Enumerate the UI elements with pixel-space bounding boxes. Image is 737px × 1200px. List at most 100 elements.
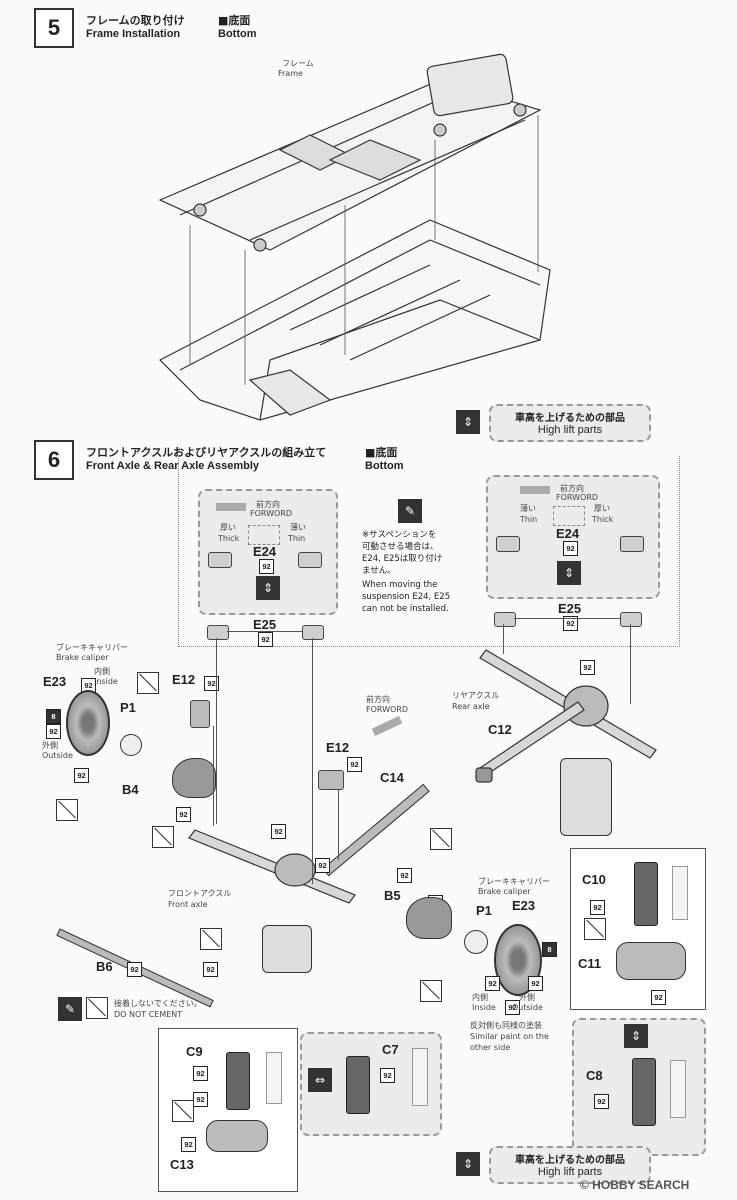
- c10-label: C10: [582, 872, 606, 887]
- right-e24-label: E24: [556, 526, 580, 541]
- disc-right-paint-8: 8: [542, 942, 557, 957]
- step-6-title-jp: フロントアクスルおよびリヤアクスルの組み立て: [86, 446, 327, 459]
- e25-left-part-l: [207, 625, 229, 640]
- outside-left-en: Outside: [42, 751, 73, 760]
- b6-paint-1: 92: [127, 962, 142, 977]
- guide-line-4: [630, 624, 631, 704]
- left-e24-paint: 92: [259, 559, 274, 574]
- e12-left-label: E12: [172, 672, 196, 687]
- similar-paint-jp: 反対側も同様の塗装: [470, 1021, 542, 1030]
- guide-line-1: [216, 638, 217, 824]
- c9-no-cement-icon: [172, 1100, 194, 1122]
- c9-part: [226, 1052, 250, 1110]
- watermark: © HOBBY SEARCH: [580, 1178, 690, 1192]
- guide-line-2: [312, 638, 313, 884]
- c7-paint: 92: [380, 1068, 395, 1083]
- e25-left-paint: 92: [258, 632, 273, 647]
- outside-right-en: Outside: [512, 1003, 543, 1012]
- left-thin-en: Thin: [288, 534, 306, 543]
- step-5-high-lift-jp: 車高を上げるための部品: [515, 413, 625, 424]
- front-axle-en: Front axle: [168, 900, 208, 909]
- brake-left-en: Brake caliper: [56, 653, 109, 662]
- note-en-3: can not be installed.: [362, 604, 449, 614]
- right-e24-part-l: [496, 536, 520, 552]
- outside-right-jp: 外側: [519, 993, 535, 1002]
- c10-no-cement-icon: [584, 918, 606, 940]
- e25-left-label: E25: [253, 617, 277, 632]
- p1-right-part: [464, 930, 488, 954]
- bottom-updown-icon: ⇕: [456, 1152, 480, 1176]
- e23-right-label: E23: [512, 898, 536, 913]
- step-6-number: 6: [34, 440, 74, 480]
- b6-paint-2: 92: [203, 962, 218, 977]
- note-en-2: suspension E24, E25: [362, 592, 451, 602]
- left-no-cement-icon-2: [56, 799, 78, 821]
- guide-line-3: [503, 624, 504, 654]
- disc-right-paint-92c: 92: [505, 1000, 520, 1015]
- front-axle-paint-2: 92: [315, 858, 330, 873]
- b6-label: B6: [96, 959, 113, 974]
- c7-part: [346, 1056, 370, 1114]
- c9-paint-1: 92: [193, 1066, 208, 1081]
- e25-left-part-r: [302, 625, 324, 640]
- front-axle-jp: フロントアクスル: [168, 889, 232, 898]
- outside-left-jp: 外側: [42, 741, 58, 750]
- left-forward-en: FORWORD: [250, 509, 293, 518]
- caliper-right: [406, 897, 452, 939]
- c14-label: C14: [380, 770, 404, 785]
- e23-left-label: E23: [43, 674, 67, 689]
- c10-ghost-part: [672, 866, 688, 920]
- step-5-high-lift-label: 車高を上げるための部品 High lift parts: [489, 404, 651, 442]
- rear-axle-drawing: [475, 649, 657, 783]
- right-spacer-icon: [553, 506, 585, 526]
- paint-brush-icon: ✎: [398, 499, 422, 523]
- guide-line-6: [213, 726, 214, 826]
- front-axle-paint-1: 92: [271, 824, 286, 839]
- left-e24-part-r: [298, 552, 322, 568]
- c11-paint: 92: [651, 990, 666, 1005]
- inside-left-jp: 内側: [94, 667, 110, 676]
- front-shackle-mount: [262, 925, 312, 973]
- p1-left-label: P1: [120, 700, 136, 715]
- b5-paint-1: 92: [397, 868, 412, 883]
- brake-right-en: Brake caliper: [478, 887, 531, 896]
- left-forward-jp: 前方向: [256, 500, 280, 509]
- right-forward-arrow: [520, 486, 550, 494]
- e25-right-paint: 92: [563, 616, 578, 631]
- e25-right-line: [514, 618, 620, 619]
- p1-left-part: [120, 734, 142, 756]
- c11-label: C11: [578, 956, 602, 971]
- b5-label: B5: [384, 888, 401, 903]
- c13-paint: 92: [181, 1137, 196, 1152]
- left-no-cement-icon-1: [137, 672, 159, 694]
- right-no-cement-icon: [420, 980, 442, 1002]
- similar-paint-en-1: Similar paint on the: [470, 1032, 549, 1041]
- e23-left-paint-8: 8: [46, 709, 61, 724]
- disc-left-paint: 92: [74, 768, 89, 783]
- left-thick-jp: 厚い: [220, 523, 236, 532]
- c13-part: [206, 1120, 268, 1152]
- b4-label: B4: [122, 782, 139, 797]
- c7-ghost-part: [412, 1048, 428, 1106]
- c13-label: C13: [170, 1157, 194, 1172]
- p1-right-label: P1: [476, 903, 492, 918]
- disc-right-paint-92a: 92: [485, 976, 500, 991]
- e12-mid-label: E12: [326, 740, 350, 755]
- c9-paint-2: 92: [193, 1092, 208, 1107]
- forward-mid-jp: 前方向: [366, 695, 390, 704]
- c8-part: [632, 1058, 656, 1126]
- inside-left-en: Inside: [94, 677, 118, 686]
- c12-label: C12: [488, 722, 512, 737]
- c9-label: C9: [186, 1044, 203, 1059]
- rear-shackle-mount: [560, 758, 612, 836]
- step-5-high-lift-en: High lift parts: [537, 424, 603, 436]
- right-thin-jp: 薄い: [520, 504, 536, 513]
- c8-paint-1: 92: [594, 1094, 609, 1109]
- updown-arrow-icon: ⇕: [456, 410, 480, 434]
- brake-disc-left: [66, 690, 110, 756]
- do-not-cement-jp: 接着しないでください。: [114, 999, 202, 1008]
- c8-ghost-part: [670, 1060, 686, 1118]
- b6-no-cement-icon: [200, 928, 222, 950]
- e23-left-paint-92b: 92: [46, 724, 61, 739]
- left-thick-en: Thick: [218, 534, 240, 543]
